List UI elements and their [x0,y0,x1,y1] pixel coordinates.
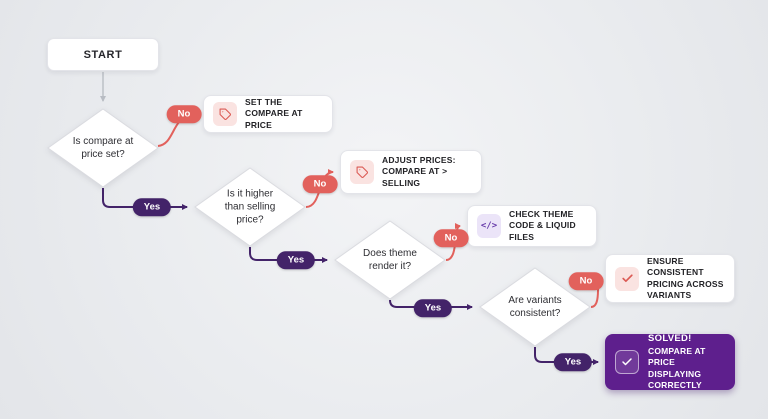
decision-label: Are variants consistent? [508,295,562,319]
edge-d3-d4 [389,299,473,310]
decision-label: Is it higher than selling price? [224,188,276,226]
edge-label-yes: Yes [553,353,593,371]
diamond-shape [334,220,446,300]
edge-label-yes: Yes [276,251,316,269]
decision-compare-at-price-set: Is compare at price set? [47,108,159,188]
diamond-shape [194,167,306,247]
edge-label-no: No [166,105,202,123]
diamond-shape [47,108,159,188]
start-label: START [83,48,123,61]
decision-label: Is compare at price set? [72,136,134,160]
action-label: ADJUST PRICES: COMPARE AT > SELLING [382,154,456,188]
end-label: SOLVED! COMPARE AT PRICE DISPLAYING CORR… [648,333,725,392]
edge-d4-end [534,347,599,365]
decision-variants-consistent: Are variants consistent? [479,267,591,347]
action-set-compare-at-price: SET THE COMPARE AT PRICE [203,95,333,133]
edge-d2-d3 [249,247,328,263]
decision-theme-renders: Does theme render it? [334,220,446,300]
end-subtitle: COMPARE AT PRICE DISPLAYING CORRECTLY [648,345,706,390]
action-ensure-consistent-pricing: ENSURE CONSISTENT PRICING ACROSS VARIANT… [605,254,735,303]
diamond-shape [479,267,591,347]
edge-label-yes: Yes [132,198,172,216]
end-node-solved: SOLVED! COMPARE AT PRICE DISPLAYING CORR… [605,333,735,392]
action-label: CHECK THEME CODE & LIQUID FILES [509,208,576,242]
action-adjust-prices: ADJUST PRICES: COMPARE AT > SELLING [340,150,482,194]
edge-label-no: No [433,229,469,247]
tag-icon [213,102,237,126]
start-node: START [47,38,159,71]
decision-label: Does theme render it? [363,248,417,272]
code-icon: </> [477,214,501,238]
edge-label-no: No [568,272,604,290]
check-icon [615,350,639,374]
tag-icon [350,160,374,184]
check-icon [615,266,639,291]
action-label: ENSURE CONSISTENT PRICING ACROSS VARIANT… [647,255,724,300]
end-title: SOLVED! [648,332,692,344]
edge-label-yes: Yes [413,299,453,317]
action-check-theme-code: </> CHECK THEME CODE & LIQUID FILES [467,205,597,247]
edge-label-no: No [302,175,338,193]
edge-d1-d2 [102,188,188,210]
decision-higher-than-selling: Is it higher than selling price? [194,167,306,247]
action-label: SET THE COMPARE AT PRICE [245,96,303,130]
